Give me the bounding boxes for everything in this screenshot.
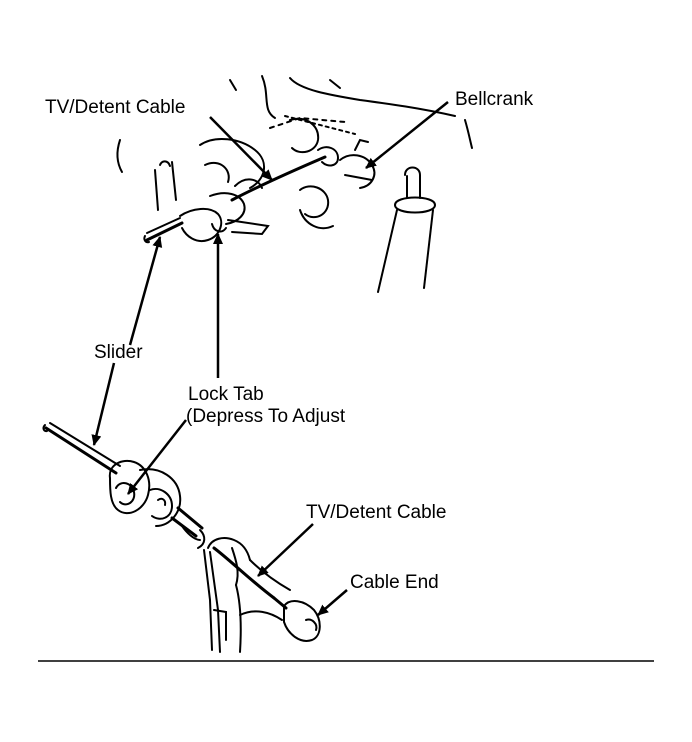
label-cable-end: Cable End — [350, 572, 439, 593]
arrow-cable-end — [317, 589, 348, 616]
label-lock-tab-line1: Lock Tab — [188, 384, 264, 405]
arrow-lock-tab-bottom — [127, 419, 187, 495]
label-lock-tab-line2: (Depress To Adjust — [186, 406, 346, 427]
arrow-slider-down — [91, 362, 116, 446]
detail-sketch — [42, 422, 321, 653]
arrow-bellcrank — [365, 101, 449, 169]
leader-arrows — [91, 101, 449, 616]
arrow-tv-detent-cable-bottom — [257, 523, 314, 577]
label-tv-detent-cable-top: TV/Detent Cable — [45, 97, 186, 118]
label-slider: Slider — [94, 342, 143, 363]
arrow-tv-detent-cable-top — [209, 116, 273, 181]
label-tv-detent-cable-bottom: TV/Detent Cable — [306, 502, 447, 523]
label-bellcrank: Bellcrank — [455, 89, 534, 110]
arrow-slider-up — [128, 236, 163, 346]
